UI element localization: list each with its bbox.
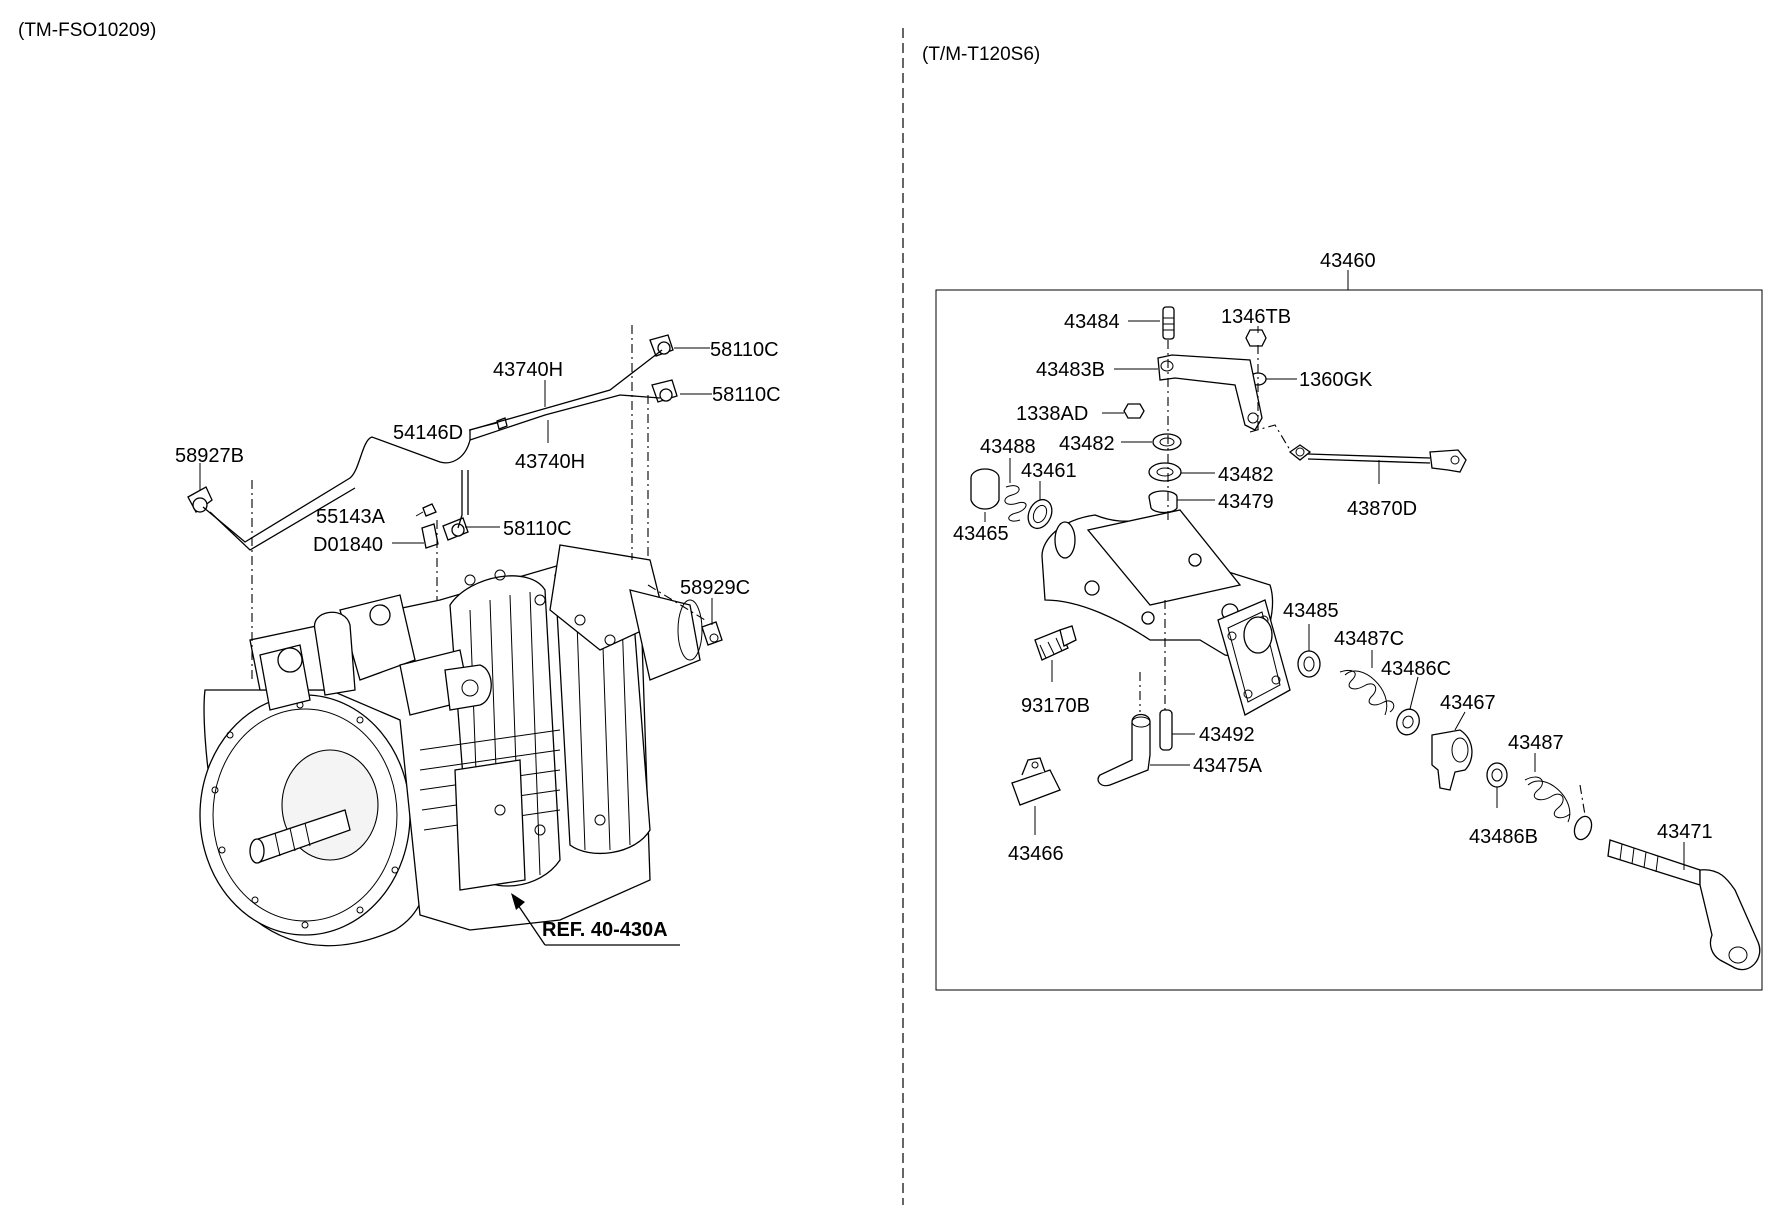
bushing-43479 — [1148, 490, 1178, 514]
finger-43467 — [1431, 729, 1473, 791]
washer-43486B — [1486, 762, 1508, 788]
label-55143A: 55143A — [316, 506, 386, 528]
bracket-D01840 — [421, 523, 439, 549]
label-43740H-lower: 43740H — [515, 451, 585, 473]
clip-55143A — [422, 503, 437, 517]
ref-arrow — [511, 893, 680, 946]
label-43484: 43484 — [1064, 311, 1120, 333]
label-43487C: 43487C — [1334, 628, 1404, 650]
ref-label: REF. 40-430A — [542, 919, 668, 941]
elbow-fitting-58927B — [187, 486, 213, 513]
label-43482-upper: 43482 — [1059, 433, 1115, 455]
label-43488: 43488 — [980, 436, 1036, 458]
ring-43471-seal — [1573, 815, 1593, 841]
right-variant-title: (T/M-T120S6) — [922, 44, 1040, 65]
left-leader-lines — [199, 347, 713, 625]
label-58110C-mid: 58110C — [712, 384, 781, 406]
elbow-fitting-58110C-mid — [651, 379, 678, 403]
nut-1338AD — [1123, 403, 1145, 419]
rod-43870D — [1288, 444, 1467, 473]
label-58110C-lower: 58110C — [503, 518, 572, 540]
label-43466: 43466 — [1008, 843, 1064, 865]
label-43465: 43465 — [953, 523, 1009, 545]
bolt-43484 — [1162, 306, 1175, 340]
label-43486B: 43486B — [1469, 826, 1538, 848]
label-43740H-upper: 43740H — [493, 359, 563, 381]
label-43870D: 43870D — [1347, 498, 1417, 520]
sensor-93170B — [1034, 625, 1077, 661]
label-43483B: 43483B — [1036, 359, 1105, 381]
spring-43488 — [1004, 485, 1027, 522]
label-1338AD: 1338AD — [1016, 403, 1088, 425]
bracket-43466 — [1011, 757, 1061, 806]
label-43492: 43492 — [1199, 724, 1255, 746]
label-58110C-top: 58110C — [710, 339, 779, 361]
label-1360GK: 1360GK — [1299, 369, 1373, 391]
label-43475A: 43475A — [1193, 755, 1263, 777]
air-line-43740H — [202, 349, 663, 551]
elbow-fitting-58110C-top — [649, 334, 674, 357]
left-assembly-dash-lines — [251, 325, 706, 680]
label-43479: 43479 — [1218, 491, 1274, 513]
right-assembly-dash-lines — [1139, 340, 1586, 816]
shaft-43471 — [1607, 839, 1761, 971]
pin-43492 — [1159, 709, 1173, 751]
spring-43487 — [1524, 776, 1571, 823]
sensor-58929C — [701, 621, 723, 646]
label-43485: 43485 — [1283, 600, 1339, 622]
nut-1346TB — [1245, 329, 1267, 347]
assembly-43460-frame — [935, 289, 1763, 991]
cap-43465 — [970, 468, 1000, 510]
label-58929C: 58929C — [680, 577, 750, 599]
label-D01840: D01840 — [313, 534, 383, 556]
washer-43486C — [1396, 708, 1420, 736]
label-1346TB: 1346TB — [1221, 306, 1291, 328]
shift-housing-casting — [1041, 509, 1291, 716]
left-variant-title: (TM-FSO10209) — [18, 20, 156, 41]
label-43486C: 43486C — [1381, 658, 1451, 680]
spring-43487C — [1339, 669, 1395, 716]
label-58927B: 58927B — [175, 445, 244, 467]
lever-43483B — [1157, 354, 1263, 431]
label-43487: 43487 — [1508, 732, 1564, 754]
label-93170B: 93170B — [1021, 695, 1090, 717]
transmission-assembly-drawing — [199, 544, 703, 947]
label-54146D: 54146D — [393, 422, 463, 444]
label-43461: 43461 — [1021, 460, 1077, 482]
label-43467: 43467 — [1440, 692, 1496, 714]
washer-43482-lower — [1148, 462, 1182, 482]
fitting-58110C-lower — [442, 517, 469, 541]
lever-43475A — [1097, 713, 1151, 787]
washer-43482-upper — [1152, 433, 1182, 451]
oring-43461 — [1027, 498, 1053, 530]
oring-43485 — [1297, 650, 1321, 678]
label-43471: 43471 — [1657, 821, 1713, 843]
right-leader-lines — [984, 320, 1685, 870]
label-43460: 43460 — [1320, 250, 1376, 272]
label-43482-lower: 43482 — [1218, 464, 1274, 486]
